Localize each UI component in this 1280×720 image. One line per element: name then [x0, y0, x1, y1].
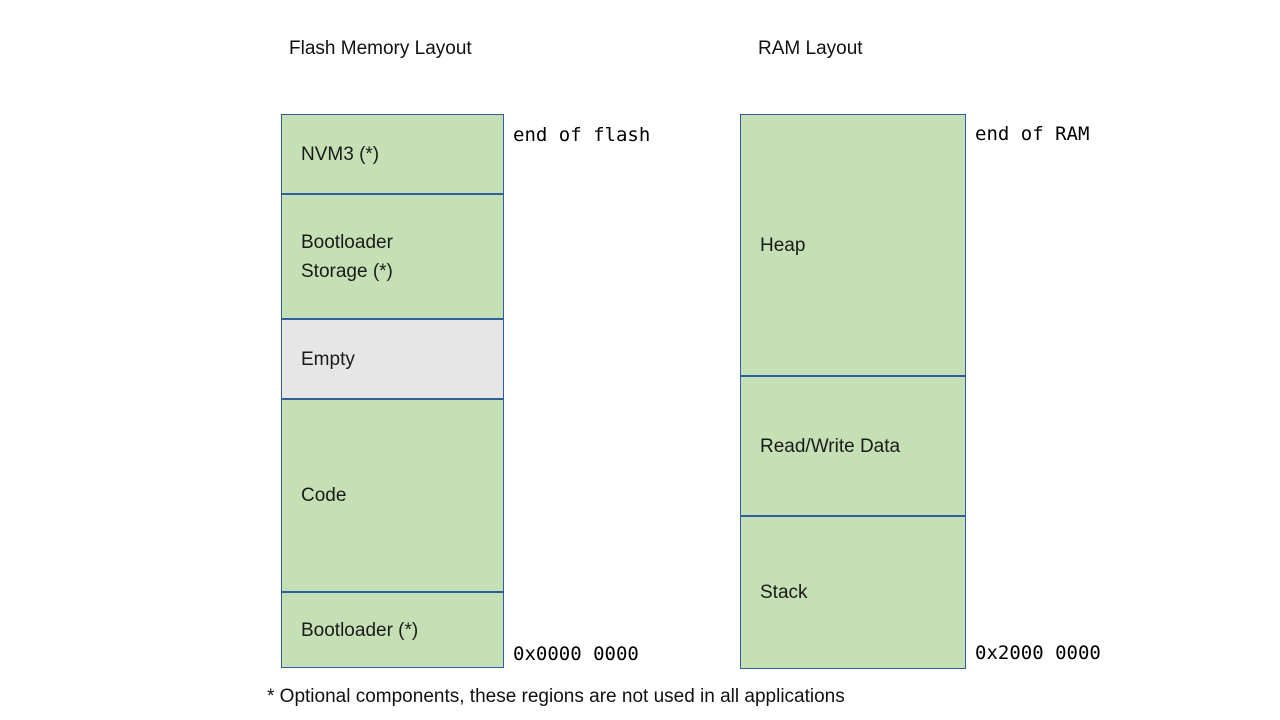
flash-block-code: Code [281, 399, 504, 592]
block-label: Bootloader Storage (*) [301, 231, 393, 282]
flash-memory-layout-title: Flash Memory Layout [289, 38, 472, 59]
block-label: NVM3 (*) [301, 143, 380, 165]
ram-base-address-annotation: 0x2000 0000 [975, 642, 1101, 664]
flash-block-empty: Empty [281, 319, 504, 399]
flash-block-bootloader: Bootloader (*) [281, 592, 504, 668]
block-label: Bootloader (*) [301, 619, 419, 641]
ram-layout-title: RAM Layout [758, 38, 863, 59]
ram-column: Heap Read/Write Data Stack [740, 114, 966, 669]
block-label: Code [301, 485, 347, 506]
flash-memory-column: NVM3 (*) Bootloader Storage (*) Empty Co… [281, 114, 504, 668]
ram-block-stack: Stack [740, 516, 966, 669]
block-label: Heap [760, 234, 806, 256]
flash-base-address-annotation: 0x0000 0000 [513, 643, 639, 665]
optional-components-footnote: * Optional components, these regions are… [267, 686, 845, 707]
end-of-ram-annotation: end of RAM [975, 123, 1090, 145]
flash-block-nvm3: NVM3 (*) [281, 114, 504, 194]
block-label: Empty [301, 348, 355, 370]
block-label: Read/Write Data [760, 435, 901, 457]
ram-block-heap: Heap [740, 114, 966, 376]
ram-block-read-write-data: Read/Write Data [740, 376, 966, 516]
end-of-flash-annotation: end of flash [513, 124, 651, 146]
block-label: Stack [760, 582, 808, 603]
flash-block-bootloader-storage: Bootloader Storage (*) [281, 194, 504, 319]
